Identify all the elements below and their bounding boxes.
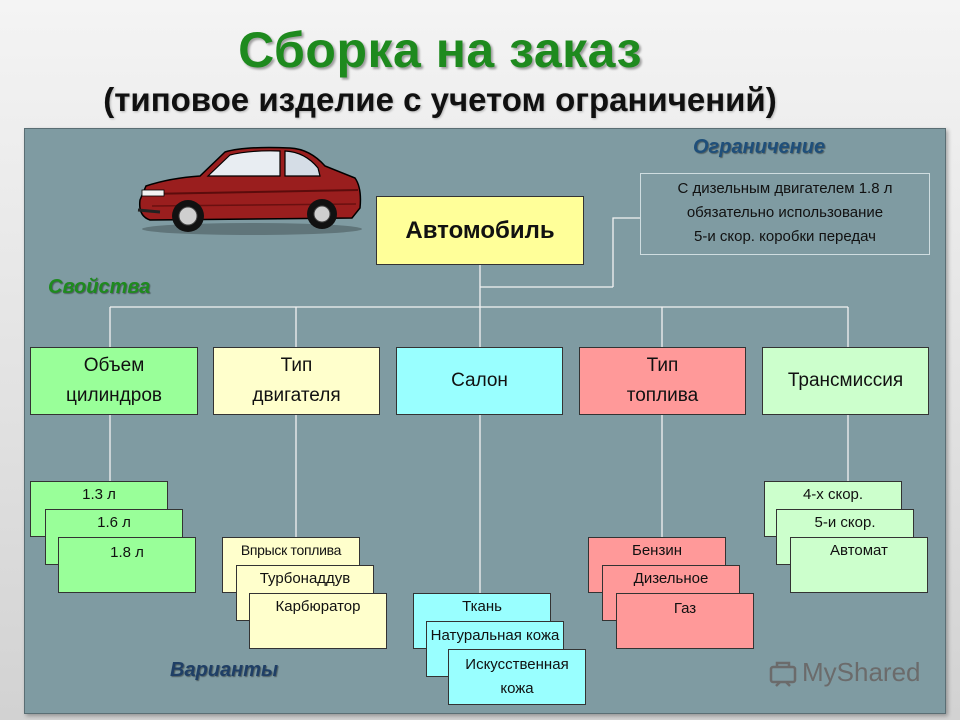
option-card: 1.8 л [58, 537, 196, 593]
property-line2: цилиндров [65, 385, 162, 406]
slide-title: Сборка на заказ [238, 22, 642, 78]
property-box-interior: Салон [396, 347, 563, 415]
car-image [137, 146, 362, 235]
property-line1: Трансмиссия [787, 370, 904, 391]
property-box-engine-type: Тип двигателя [213, 347, 380, 415]
property-line1: Объем [83, 355, 145, 376]
constraint-line-1: С дизельным двигателем 1.8 л [677, 180, 893, 197]
constraint-line-3: 5-и скор. коробки передач [694, 228, 876, 245]
mysharedlogo-icon [769, 661, 797, 687]
property-line1: Тип [646, 355, 679, 376]
constraint-box: С дизельным двигателем 1.8 л обязательно… [640, 173, 930, 255]
variants-label: Варианты [170, 659, 279, 681]
property-box-cylinders: Объем цилиндров [30, 347, 198, 415]
property-box-fuel-type: Тип топлива [579, 347, 746, 415]
property-line1: Салон [451, 370, 508, 391]
root-box: Автомобиль [376, 196, 584, 265]
property-line2: топлива [626, 385, 699, 406]
constraint-label: Ограничение [693, 136, 826, 158]
option-card: Карбюратор [249, 593, 387, 649]
watermark: MyShared [768, 657, 921, 688]
option-card: Газ [616, 593, 754, 649]
option-card: Искусственная кожа [448, 649, 586, 705]
root-label: Автомобиль [405, 216, 555, 244]
property-line1: Тип [280, 355, 313, 376]
slide-subtitle: (типовое изделие с учетом ограничений) [103, 81, 777, 118]
properties-label: Свойства [48, 276, 151, 298]
property-box-transmission: Трансмиссия [762, 347, 929, 415]
option-card: Автомат [790, 537, 928, 593]
watermark-text: MyShared [802, 657, 921, 687]
constraint-line-2: обязательно использование [686, 204, 884, 221]
property-line2: двигателя [252, 385, 341, 406]
